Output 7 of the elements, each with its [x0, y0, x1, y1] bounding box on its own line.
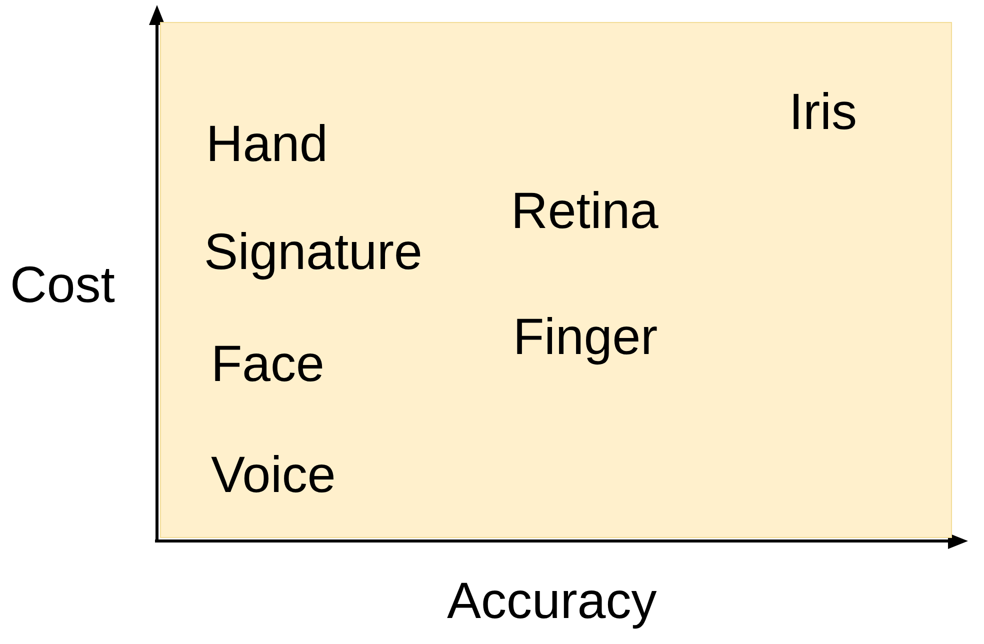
method-label: Hand [206, 118, 328, 169]
method-label: Voice [211, 449, 336, 500]
method-label: Iris [789, 86, 857, 137]
y-axis-title: Cost [10, 259, 115, 310]
plot-area [160, 22, 952, 538]
method-label: Retina [511, 185, 658, 236]
method-label: Face [211, 338, 324, 389]
